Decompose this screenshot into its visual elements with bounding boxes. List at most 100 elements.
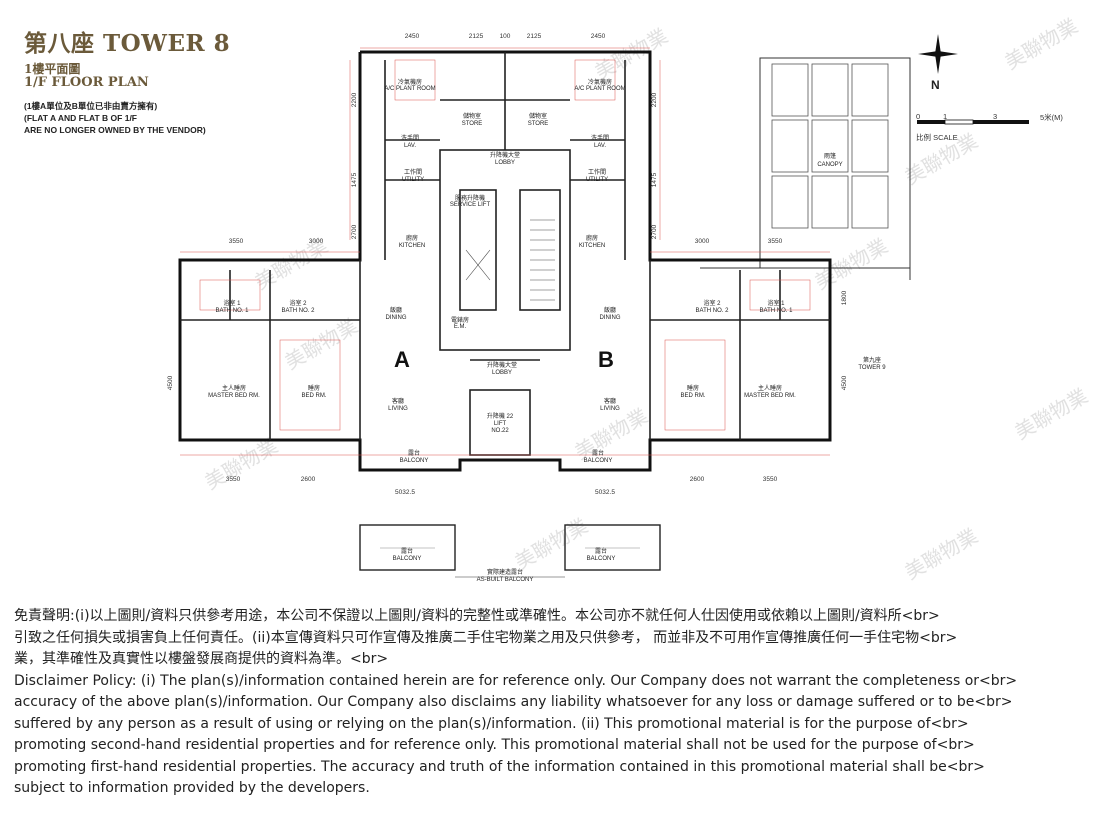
bed-b-en: BED RM. <box>680 393 705 399</box>
tower9-cn: 第九座 <box>863 356 881 364</box>
dim-left-2200: 2200 <box>351 92 358 107</box>
bath1-b-cn: 浴室 1 <box>767 299 785 307</box>
bath1-b-en: BATH NO. 1 <box>760 308 794 314</box>
scale-label: 比例 SCALE <box>916 133 958 142</box>
dim-5032-right: 5032.5 <box>595 489 615 496</box>
scale-tick-3: 3 <box>993 112 998 121</box>
asbuilt-label-cn: 實際建造露台 <box>487 568 523 576</box>
building-outline <box>178 50 832 472</box>
dining-a-cn: 飯廳 <box>390 306 402 314</box>
bath2-b-en: BATH NO. 2 <box>696 308 730 314</box>
subtitle-cn: 1樓平面圖 <box>24 62 81 76</box>
dim-bottom-3550-right: 3550 <box>763 476 778 483</box>
balcony-b-cn: 露台 <box>592 449 604 457</box>
ac-room-left-en: A/C PLANT ROOM <box>384 86 435 92</box>
bath1-a-cn: 浴室 1 <box>223 299 241 307</box>
watermark: 美聯物業 <box>281 314 362 375</box>
dim-left-2700: 2700 <box>351 224 358 239</box>
disclaimer-en-line: promoting first-hand residential propert… <box>14 758 985 775</box>
lobby-bottom-en: LOBBY <box>492 370 512 376</box>
scale-bar: 0 1 3 5米(M) 比例 SCALE <box>915 112 1065 152</box>
bath2-a-en: BATH NO. 2 <box>282 308 316 314</box>
living-a-cn: 客廳 <box>392 397 404 405</box>
lobby-bottom-cn: 升降機大堂 <box>487 361 517 369</box>
canopy: 雨篷 CANOPY 3550 <box>700 57 911 280</box>
disclaimer-cn-line: 免責聲明:(i)以上圖則/資料只供參考用途，本公司不保證以上圖則/資料的完整性或… <box>14 608 940 624</box>
dim-left-3000: 3000 <box>309 238 324 245</box>
note-cn: (1樓A單位及B單位已非由賣方擁有) <box>24 101 158 111</box>
dim-left-3550: 3550 <box>229 238 244 245</box>
bath2-b-cn: 浴室 2 <box>703 299 721 307</box>
floor-plan-area: 第八座 TOWER 8 1樓平面圖 1/F FLOOR PLAN (1樓A單位及… <box>24 14 1092 585</box>
bed-a-cn: 睡房 <box>308 384 320 392</box>
asbuilt-balcony-b-cn: 露台 <box>595 547 607 555</box>
balcony-b-en: BALCONY <box>584 458 613 464</box>
dim-top-2125-left: 2125 <box>469 33 484 40</box>
master-bed-b-cn: 主人睡房 <box>758 384 782 392</box>
bath2-a-cn: 浴室 2 <box>289 299 307 307</box>
lav-left-en: LAV. <box>404 143 416 149</box>
lav-right-en: LAV. <box>594 143 606 149</box>
dim-bottom-2600-right: 2600 <box>690 476 705 483</box>
asbuilt-balcony-a-en: BALCONY <box>393 556 422 562</box>
canopy-label-en: CANOPY <box>817 162 842 168</box>
lobby-top-en: LOBBY <box>495 160 515 166</box>
dim-bottom-2600-left: 2600 <box>301 476 316 483</box>
dim-5032-left: 5032.5 <box>395 489 415 496</box>
watermark: 美聯物業 <box>511 514 592 575</box>
floor-plan-drawing: 美聯物業 美聯物業 美聯物業 美聯物業 美聯物業 美聯物業 美聯物業 美聯物業 … <box>167 14 1092 585</box>
asbuilt-label-en: AS-BUILT BALCONY <box>477 577 534 583</box>
disclaimer-en-line: subject to information provided by the d… <box>14 780 370 796</box>
dining-a-en: DINING <box>386 315 407 321</box>
disclaimer: 免責聲明:(i)以上圖則/資料只供參考用途，本公司不保證以上圖則/資料的完整性或… <box>14 606 1094 800</box>
store-right-cn: 儲物室 <box>529 112 547 120</box>
store-left-en: STORE <box>462 121 483 127</box>
ac-room-left-cn: 冷氣機房 <box>398 78 422 86</box>
page-title: 第八座 TOWER 8 <box>24 30 231 57</box>
lav-left-cn: 洗手間 <box>401 134 419 142</box>
disclaimer-cn-line: 業，其準確性及真實性以樓盤發展商提供的資料為準。<br> <box>14 651 389 667</box>
watermark: 美聯物業 <box>1011 384 1092 445</box>
watermark: 美聯物業 <box>811 234 892 295</box>
dim-top-100: 100 <box>500 33 511 40</box>
kitchen-right-en: KITCHEN <box>579 243 605 249</box>
ownership-note: (1樓A單位及B單位已非由賣方擁有) (FLAT A AND FLAT B OF… <box>24 100 206 136</box>
ac-room-right-cn: 冷氣機房 <box>588 78 612 86</box>
utility-right-en: UTILITY <box>586 177 608 183</box>
utility-left-cn: 工作間 <box>404 168 422 176</box>
asbuilt-balcony-b-en: BALCONY <box>587 556 616 562</box>
dim-bottom-3550-left: 3550 <box>226 476 241 483</box>
dim-left-4500: 4500 <box>167 375 174 390</box>
dim-right-4500: 4500 <box>841 375 848 390</box>
subtitle-en: 1/F FLOOR PLAN <box>24 75 149 90</box>
dim-3550: 3550 <box>768 238 783 245</box>
bath1-a-en: BATH NO. 1 <box>216 308 250 314</box>
lift-en: LIFT <box>494 421 507 427</box>
note-en-line-1: (FLAT A AND FLAT B OF 1/F <box>24 113 137 123</box>
balcony-a-cn: 露台 <box>408 449 420 457</box>
disclaimer-en-line: promoting second-hand residential proper… <box>14 737 975 753</box>
service-lift-cn: 服務升降機 <box>455 194 485 202</box>
utility-left-en: UTILITY <box>402 177 424 183</box>
living-a-en: LIVING <box>388 406 408 412</box>
bed-b-cn: 睡房 <box>687 384 699 392</box>
master-bed-a-cn: 主人睡房 <box>222 384 246 392</box>
disclaimer-cn-line: 引致之任何損失或損害負上任何責任。(ii)本宣傳資料只可作宣傳及推廣二手住宅物業… <box>14 629 958 646</box>
unit-a-label: A <box>394 347 410 372</box>
em-room-cn: 電錶房 <box>451 316 469 324</box>
living-b-en: LIVING <box>600 406 620 412</box>
scale-tick-0: 0 <box>916 112 921 121</box>
dim-right-2700: 2700 <box>651 224 658 239</box>
store-right-en: STORE <box>528 121 549 127</box>
scale-tick-5: 5米(M) <box>1040 113 1063 122</box>
lift-no: NO.22 <box>491 428 509 434</box>
dim-left-1475: 1475 <box>351 172 358 187</box>
service-lift-en: SERVICE LIFT <box>450 202 491 208</box>
note-en-line-2: ARE NO LONGER OWNED BY THE VENDOR) <box>24 125 206 135</box>
dimension-guides <box>180 47 830 456</box>
bed-a-en: BED RM. <box>301 393 326 399</box>
dining-b-en: DINING <box>600 315 621 321</box>
lav-right-cn: 洗手間 <box>591 134 609 142</box>
dim-right-2200: 2200 <box>651 92 658 107</box>
watermark: 美聯物業 <box>201 434 282 495</box>
